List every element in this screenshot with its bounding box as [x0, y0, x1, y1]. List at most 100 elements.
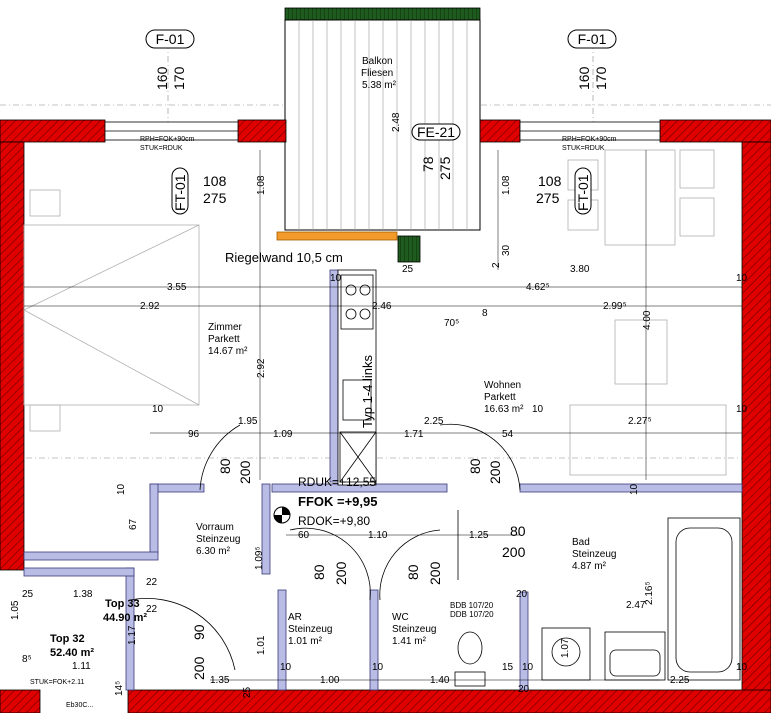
- balcony: [276, 7, 481, 263]
- window-height-label: 170: [593, 66, 609, 90]
- window-width-label: 160: [154, 66, 170, 90]
- svg-text:10: 10: [116, 483, 127, 495]
- svg-text:8⁵: 8⁵: [22, 654, 32, 665]
- section-tag-left: F-01: [145, 29, 195, 49]
- svg-text:2.47: 2.47: [626, 600, 646, 611]
- svg-text:2.99⁵: 2.99⁵: [603, 301, 627, 312]
- svg-text:20: 20: [516, 589, 528, 600]
- svg-text:6.30 m²: 6.30 m²: [196, 546, 231, 557]
- window-tag-balcony: FE-21: [411, 123, 461, 141]
- svg-text:10: 10: [522, 662, 534, 673]
- svg-text:1.09⁵: 1.09⁵: [254, 546, 265, 570]
- svg-text:22: 22: [146, 604, 158, 615]
- svg-text:FT-01: FT-01: [575, 174, 591, 211]
- section-tag-right: F-01: [567, 29, 617, 49]
- dimension-labels: 3.55 4.62⁵ 3.80 2.92 2.46 2.99⁵ 25 10 10…: [22, 264, 748, 695]
- svg-text:15: 15: [502, 662, 514, 673]
- svg-text:Steinzeug: Steinzeug: [288, 624, 332, 635]
- room-wohnen: Wohnen Parkett 16.63 m²: [484, 380, 524, 415]
- svg-text:Bad: Bad: [572, 537, 590, 548]
- room-vorraum: Vorraum Steinzeug 6.30 m²: [196, 522, 240, 557]
- svg-text:1.11: 1.11: [72, 661, 91, 672]
- window-size: 108: [538, 173, 562, 189]
- window-height-label: 170: [171, 66, 187, 90]
- svg-text:2.25: 2.25: [424, 416, 444, 427]
- svg-text:AR: AR: [288, 612, 302, 623]
- vent-note: DDB 107/20: [450, 610, 494, 619]
- svg-text:80: 80: [467, 458, 483, 474]
- svg-text:4.62⁵: 4.62⁵: [526, 282, 550, 293]
- svg-text:96: 96: [188, 429, 200, 440]
- balcony-depth: 2.48: [391, 112, 402, 132]
- svg-text:70⁵: 70⁵: [444, 318, 459, 329]
- bath-fixtures: [454, 517, 741, 687]
- balcony-floor: Fliesen: [361, 68, 393, 79]
- dimension-lines: [24, 150, 742, 681]
- svg-text:16.63 m²: 16.63 m²: [484, 404, 524, 415]
- svg-text:10: 10: [532, 404, 544, 415]
- sill-note: RPH=FOK+90cm: [140, 136, 195, 143]
- exterior-walls: [0, 119, 771, 713]
- svg-text:10: 10: [280, 662, 292, 673]
- svg-text:8: 8: [482, 308, 488, 319]
- svg-text:2.46: 2.46: [372, 301, 392, 312]
- svg-text:1.01: 1.01: [256, 635, 267, 655]
- unit-area: 52.40 m²: [50, 647, 94, 659]
- window-size: 275: [203, 190, 227, 206]
- svg-text:80: 80: [311, 564, 327, 580]
- svg-text:10: 10: [736, 662, 748, 673]
- room-bad: Bad Steinzeug 4.87 m²: [572, 537, 616, 572]
- interior-walls: [23, 269, 743, 691]
- window-tag-right: FT-01: [574, 167, 592, 215]
- svg-text:2.92: 2.92: [256, 358, 267, 378]
- svg-text:10: 10: [152, 404, 164, 415]
- svg-text:10: 10: [372, 662, 384, 673]
- level-ffok: FFOK =+9,95: [298, 494, 377, 509]
- svg-text:1.00: 1.00: [320, 675, 340, 686]
- sill-note: RPH=FOK+90cm: [562, 136, 617, 143]
- svg-text:1.08: 1.08: [501, 175, 512, 195]
- svg-text:10: 10: [736, 404, 748, 415]
- svg-text:Wohnen: Wohnen: [484, 380, 521, 391]
- svg-text:1.38: 1.38: [73, 589, 93, 600]
- svg-text:2.27⁵: 2.27⁵: [628, 416, 652, 427]
- section-tag-label: F-01: [156, 31, 185, 47]
- svg-text:4.00: 4.00: [642, 310, 653, 330]
- svg-text:Parkett: Parkett: [484, 392, 516, 403]
- svg-text:1.95: 1.95: [238, 416, 258, 427]
- svg-text:1.05: 1.05: [10, 600, 21, 620]
- level-marker-icon: [273, 506, 291, 524]
- partition-label: Riegelwand 10,5 cm: [225, 250, 343, 265]
- svg-text:90: 90: [191, 624, 207, 640]
- svg-text:14.67 m²: 14.67 m²: [208, 346, 248, 357]
- door-size: 78: [420, 156, 436, 172]
- svg-text:2.92: 2.92: [140, 301, 160, 312]
- svg-text:3.80: 3.80: [570, 264, 590, 275]
- section-tag-label: F-01: [578, 31, 607, 47]
- bottom-note: Eb30C...: [66, 702, 93, 709]
- svg-text:Vorraum: Vorraum: [196, 522, 234, 533]
- svg-text:3.55: 3.55: [167, 282, 187, 293]
- top-windows: [104, 121, 661, 141]
- svg-text:2.25: 2.25: [670, 675, 690, 686]
- svg-text:4.87 m²: 4.87 m²: [572, 561, 607, 572]
- svg-text:2: 2: [491, 262, 502, 268]
- svg-text:80: 80: [405, 564, 421, 580]
- svg-text:200: 200: [237, 460, 253, 484]
- kitchen-label: Typ 1-4 links: [360, 355, 375, 428]
- balcony-area: 5.38 m²: [362, 80, 397, 91]
- svg-text:25: 25: [242, 686, 253, 698]
- svg-text:Steinzeug: Steinzeug: [572, 549, 616, 560]
- svg-text:14⁵: 14⁵: [114, 681, 125, 696]
- svg-text:Steinzeug: Steinzeug: [392, 624, 436, 635]
- svg-text:Parkett: Parkett: [208, 334, 240, 345]
- vent-note: BDB 107/20: [450, 601, 494, 610]
- svg-text:200: 200: [487, 460, 503, 484]
- svg-text:25: 25: [402, 264, 414, 275]
- svg-text:22: 22: [146, 577, 158, 588]
- svg-text:2.16⁵: 2.16⁵: [644, 581, 655, 605]
- window-size: 275: [536, 190, 560, 206]
- svg-text:10: 10: [736, 273, 748, 284]
- svg-text:1.09: 1.09: [273, 429, 293, 440]
